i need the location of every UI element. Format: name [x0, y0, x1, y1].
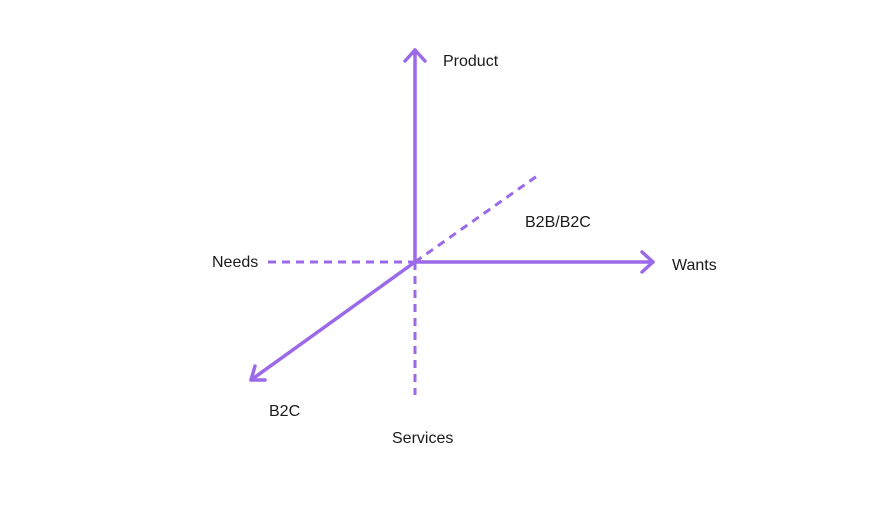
- needs-label: Needs: [212, 254, 259, 271]
- b2b-b2c-label: B2B/B2C: [525, 214, 591, 231]
- b2c-axis: [249, 260, 417, 382]
- wants-arrowhead: [640, 250, 655, 274]
- product-arrowhead: [403, 48, 427, 63]
- services-label: Services: [392, 430, 454, 447]
- product-label: Product: [443, 53, 499, 70]
- b2bb2c-axis: [414, 174, 538, 264]
- b2c-label: B2C: [269, 403, 301, 420]
- b2c-arrowhead: [249, 364, 267, 382]
- wants-label: Wants: [672, 257, 717, 274]
